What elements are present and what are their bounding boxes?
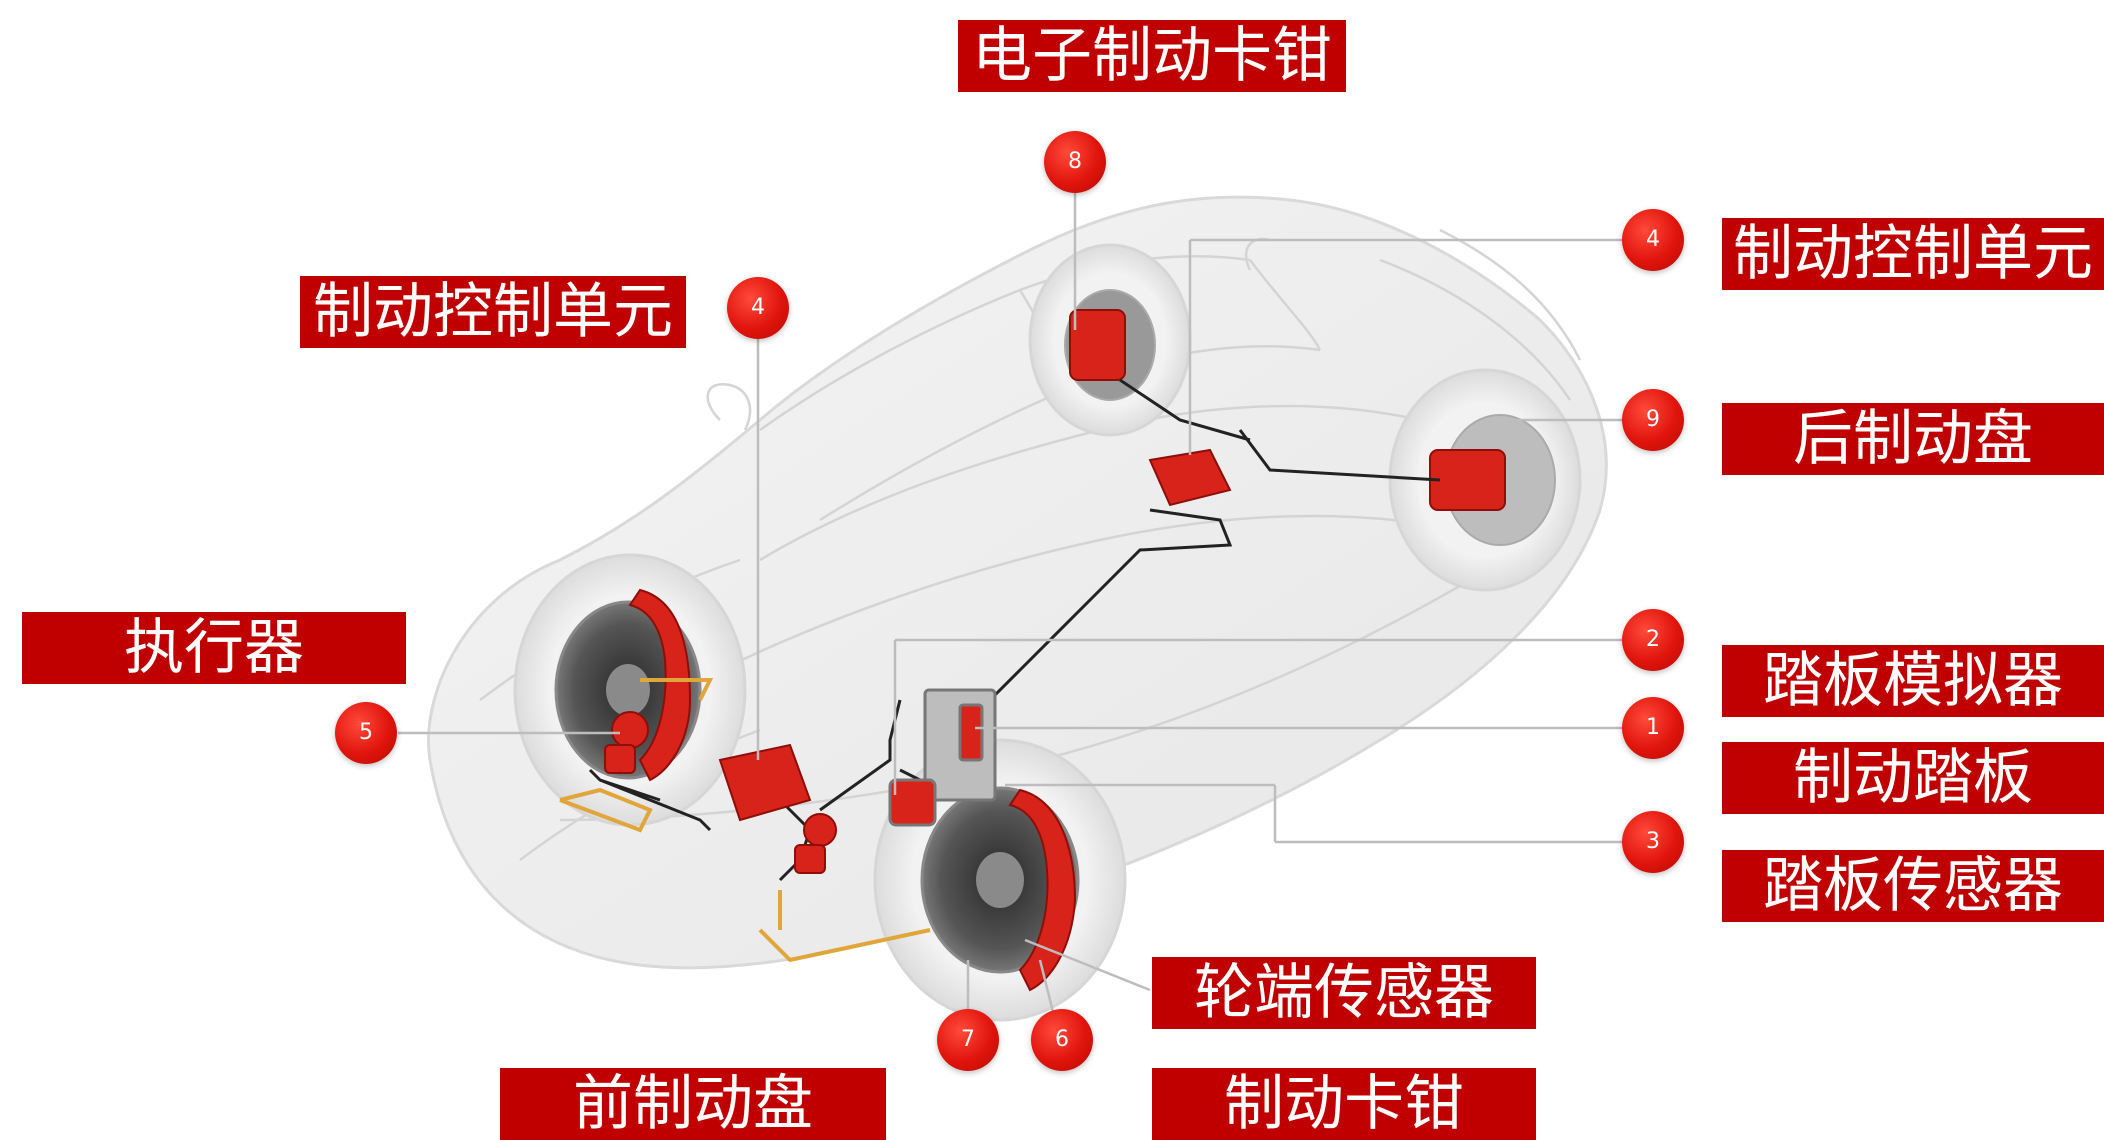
badge-3: 3 (1622, 811, 1684, 873)
badge-6: 6 (1031, 1009, 1093, 1071)
label-wheel-sensor: 轮端传感器 (1152, 957, 1536, 1029)
badge-9: 9 (1622, 389, 1684, 451)
calipers (628, 309, 1506, 992)
label-brake-control-unit-right: 制动控制单元 (1722, 218, 2104, 290)
badge-7: 7 (937, 1009, 999, 1071)
label-brake-pedal: 制动踏板 (1722, 742, 2104, 814)
label-actuator: 执行器 (22, 612, 406, 684)
badge-5: 5 (335, 702, 397, 764)
label-electronic-caliper: 电子制动卡钳 (958, 20, 1346, 92)
pedal-assembly (888, 688, 997, 827)
hydraulic-lines (559, 678, 931, 963)
badge-8: 8 (1044, 131, 1106, 193)
label-caliper: 制动卡钳 (1152, 1068, 1536, 1140)
badge-4-right: 4 (1622, 209, 1684, 271)
badge-2: 2 (1622, 609, 1684, 671)
badge-4-left: 4 (727, 277, 789, 339)
badge-1: 1 (1622, 697, 1684, 759)
label-front-disc: 前制动盘 (500, 1068, 886, 1140)
leader-lines (398, 165, 1655, 1041)
wiring (588, 378, 1441, 882)
label-pedal-simulator: 踏板模拟器 (1722, 645, 2104, 717)
label-pedal-sensor: 踏板传感器 (1722, 850, 2104, 922)
label-rear-disc: 后制动盘 (1722, 403, 2104, 475)
modules (604, 448, 1232, 874)
label-brake-control-unit-left: 制动控制单元 (300, 276, 686, 348)
